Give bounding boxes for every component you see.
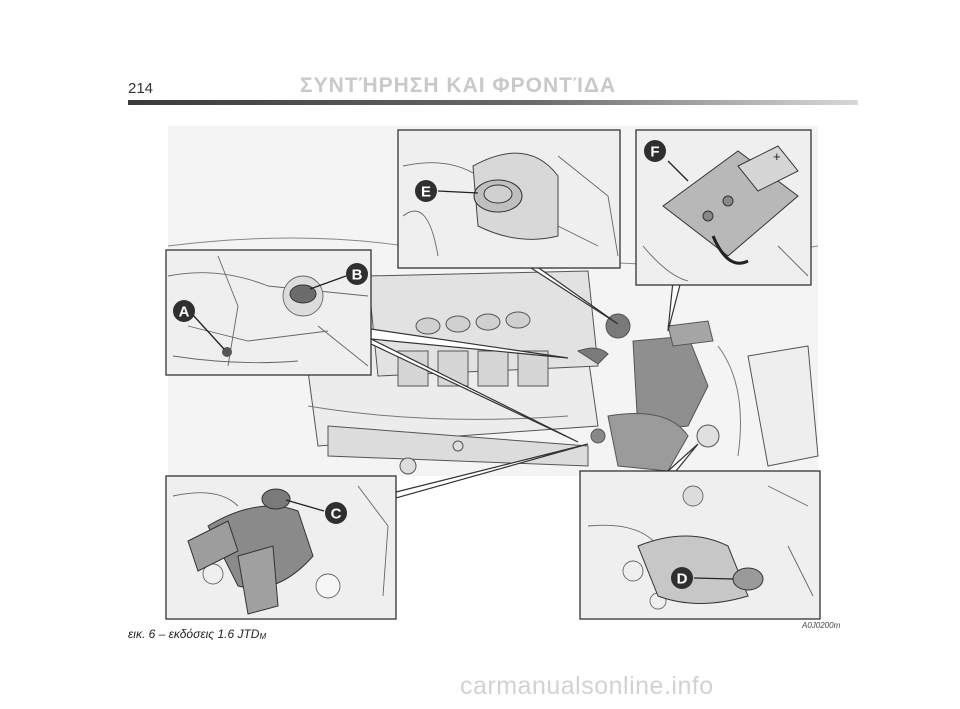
page-number: 214 <box>128 80 154 97</box>
callout-b-label: B <box>352 267 363 284</box>
inset-a-b: A B <box>165 249 372 376</box>
callout-c-label: C <box>331 506 342 523</box>
section-title: ΣΥΝΤΉΡΗΣΗ ΚΑΙ ΦΡΟΝΤΊΔΑ <box>300 74 617 97</box>
inset-c: C <box>165 475 397 620</box>
figure-caption: εικ. 6 – εκδόσεις 1.6 JTDM <box>128 627 266 641</box>
engine-bay-illustration: A B E <box>165 126 821 620</box>
caption-suffix: M <box>259 632 267 641</box>
callout-e-marker <box>415 180 437 202</box>
header-rule <box>128 100 858 105</box>
caption-text: εικ. 6 – εκδόσεις 1.6 JTD <box>128 627 260 641</box>
callout-f-marker <box>644 140 666 162</box>
callout-e-label: E <box>421 184 431 201</box>
figure-code: A0J0200m <box>802 621 841 630</box>
callout-b-marker <box>346 263 368 285</box>
callout-d-marker <box>671 567 693 589</box>
callout-c-marker <box>325 502 347 524</box>
inset-d: D <box>579 470 821 620</box>
callout-a-label: A <box>179 304 190 321</box>
engine-bay-figure: A B E <box>128 126 858 621</box>
inset-f: + F <box>635 129 812 286</box>
battery-plus-symbol: + <box>773 149 781 164</box>
inset-e: E <box>397 129 621 269</box>
watermark: carmanualsonline.info <box>460 672 714 700</box>
callout-d-label: D <box>677 571 688 588</box>
callout-a-marker <box>173 300 195 322</box>
callout-f-label: F <box>650 144 659 161</box>
